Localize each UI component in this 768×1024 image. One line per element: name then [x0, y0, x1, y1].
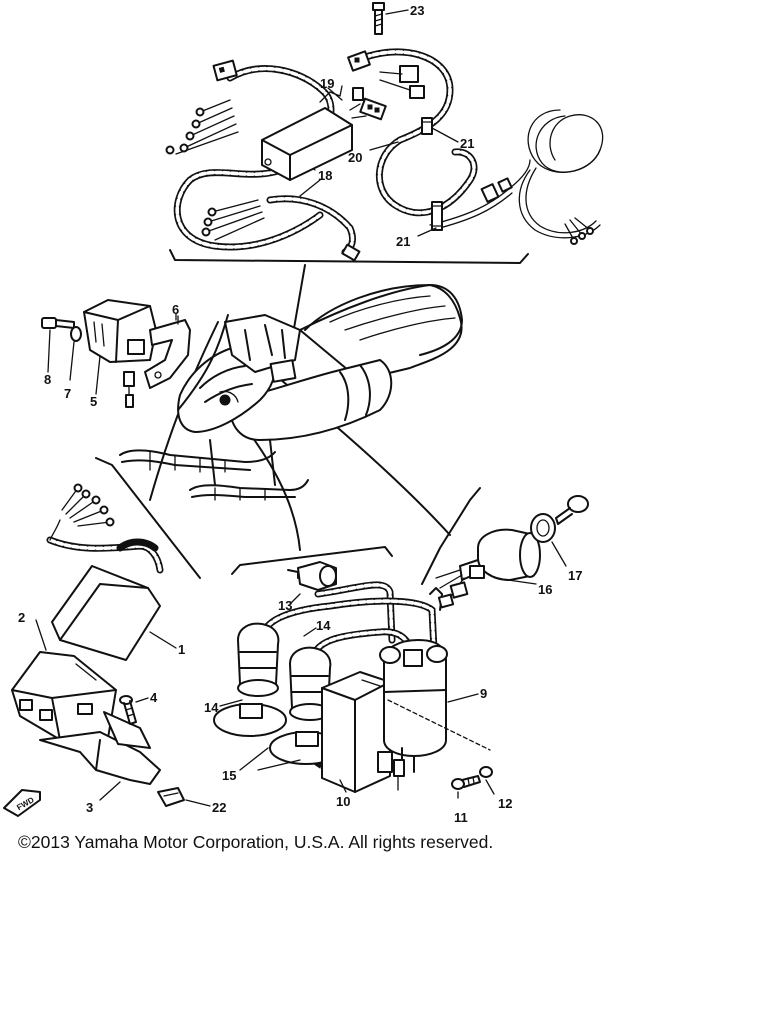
leader-13: [289, 593, 301, 605]
part-11-bolt: [451, 775, 481, 790]
leader-22: [185, 799, 211, 807]
leader-4: [135, 697, 149, 703]
mount-guide-line: [387, 699, 491, 751]
callout-14a: 14: [316, 618, 331, 633]
part-10-cdi-unit: [321, 671, 393, 793]
ignition-coil-group: [213, 546, 495, 799]
callout-4: 4: [150, 690, 158, 705]
leader-2: [35, 619, 47, 651]
battery-group-bracket: [95, 457, 201, 579]
callout-23: 23: [410, 3, 424, 18]
part-3-mounting-bracket: [39, 711, 161, 785]
part-14-plug-boot-right: [289, 646, 332, 721]
ignition-key: [555, 495, 589, 525]
callout-20: 20: [348, 150, 362, 165]
part-14-plug-boot-left: [237, 622, 280, 697]
callout-5: 5: [90, 394, 97, 409]
part-18-wire-harness: [165, 59, 361, 262]
part-13-spark-plug-cap: [287, 561, 337, 591]
leader-21b: [417, 227, 437, 237]
callout-12: 12: [498, 796, 512, 811]
callout-labels: 23 19 21 20 18 21 6 8 7 5 2 1 4 3 22 13 …: [18, 3, 582, 825]
leader-21a: [431, 127, 459, 143]
leader-14b: [219, 699, 243, 707]
leader-18: [299, 179, 321, 197]
battery-box-group: [11, 457, 211, 807]
leader-7: [69, 341, 75, 381]
forward-direction-arrow: FWD: [3, 789, 41, 817]
copyright-notice: ©2013 Yamaha Motor Corporation, U.S.A. A…: [18, 832, 494, 852]
leader-16: [507, 579, 537, 585]
callout-21a: 21: [460, 136, 474, 151]
part-6-bracket: [144, 313, 191, 389]
harness-group-bracket: [169, 249, 529, 264]
wire-harness-group: [165, 2, 604, 264]
leader-8: [47, 329, 51, 373]
callout-6: 6: [172, 302, 179, 317]
part-9-ignition-coil: [379, 639, 448, 791]
leader-1: [149, 631, 177, 649]
callout-15: 15: [222, 768, 236, 783]
part-15-seals: [213, 703, 343, 769]
cdi-group-bracket: [177, 314, 229, 411]
part-8-bolt: [41, 317, 75, 329]
part-16-main-switch: [435, 528, 541, 609]
callout-10: 10: [336, 794, 350, 809]
callout-7: 7: [64, 386, 71, 401]
leader-15: [239, 747, 301, 771]
callout-1: 1: [178, 642, 185, 657]
battery-wires: [46, 483, 164, 574]
leader-5: [95, 355, 101, 395]
part-19-relay-box: [261, 85, 387, 181]
ignition-switch-group: [421, 487, 589, 609]
part-4-bolt: [119, 695, 137, 725]
coiled-wire-loom: [518, 109, 604, 245]
part-22-clip: [157, 787, 185, 807]
callout-11: 11: [454, 810, 468, 825]
callout-8: 8: [44, 372, 51, 387]
parts-diagram: FWD: [3, 2, 604, 825]
callout-19: 19: [320, 76, 334, 91]
part-23-bolt: [372, 2, 409, 35]
cdi-unit-group: [41, 299, 229, 411]
leader-20: [369, 141, 399, 151]
coil-group-bracket: [231, 546, 393, 575]
callout-22: 22: [212, 800, 226, 815]
leader-12: [485, 779, 495, 795]
part-7-washer: [70, 326, 82, 342]
callout-21b: 21: [396, 234, 410, 249]
callout-13: 13: [278, 598, 292, 613]
leader-3: [99, 781, 121, 801]
switch-group-bracket: [421, 487, 481, 585]
callout-18: 18: [318, 168, 332, 183]
part-1-battery-pad: [51, 565, 161, 661]
callout-16: 16: [538, 582, 552, 597]
callout-2: 2: [18, 610, 25, 625]
part-20-wire-harness: [347, 48, 531, 231]
callout-14b: 14: [204, 700, 219, 715]
callout-3: 3: [86, 800, 93, 815]
part-2-battery-box: [11, 651, 117, 743]
leader-17: [551, 541, 567, 567]
leader-14a: [303, 627, 317, 637]
leader-19: [327, 87, 343, 101]
part-17-switch-nut: [530, 513, 556, 543]
snowmobile-illustration: [119, 284, 463, 501]
part-5-control-box: [83, 299, 157, 408]
leader-10: [339, 779, 347, 793]
leader-9: [447, 693, 479, 703]
part-12-nut: [479, 766, 493, 778]
callout-9: 9: [480, 686, 487, 701]
callout-17: 17: [568, 568, 582, 583]
